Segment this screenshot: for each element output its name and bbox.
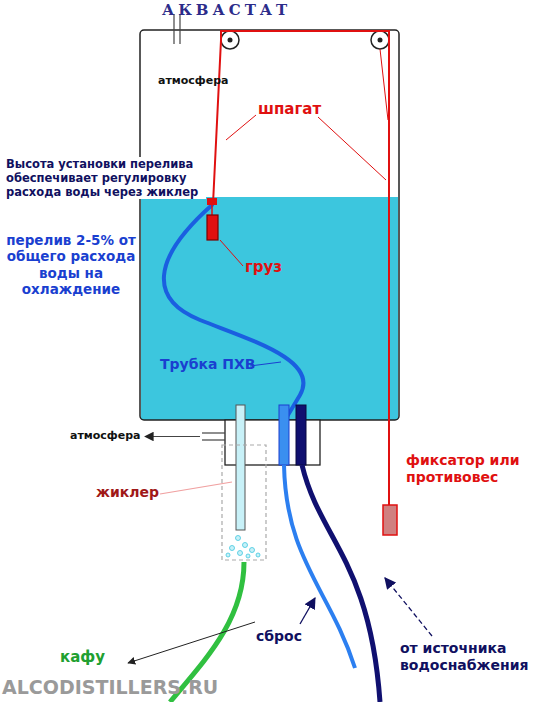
vent-pipe bbox=[145, 433, 225, 440]
leader-line bbox=[220, 240, 243, 266]
weight bbox=[207, 215, 218, 240]
watermark: ALCODISTILLERS.RU bbox=[2, 676, 218, 699]
tube-label: Трубка ПХВ bbox=[160, 356, 255, 373]
leader-line bbox=[318, 117, 386, 180]
fixator bbox=[383, 505, 397, 535]
jet-label: жиклер bbox=[96, 484, 159, 501]
drain-label: кафу bbox=[60, 648, 105, 666]
twine-label: шпагат bbox=[258, 100, 321, 118]
supply-hose bbox=[302, 465, 380, 702]
vent-label: атмосфера bbox=[70, 429, 141, 442]
flow-arrow bbox=[300, 598, 315, 624]
overflow-tip bbox=[207, 198, 217, 205]
note: перелив 2-5% от общего расхода воды на о… bbox=[4, 232, 138, 298]
pulley bbox=[221, 31, 389, 49]
fixator-label: фиксатор или противовес bbox=[406, 452, 534, 486]
water-drops bbox=[226, 536, 260, 559]
note: Высота установки перелива обеспечивает р… bbox=[4, 157, 206, 199]
discharge-label: сброс bbox=[256, 628, 302, 645]
title: АКВАСТАТ bbox=[162, 1, 291, 19]
weight-label: груз bbox=[245, 258, 282, 276]
supply-label: от источника водоснабжения bbox=[400, 640, 536, 674]
outlet-pipes bbox=[236, 405, 306, 530]
vent-label: атмосфера bbox=[158, 74, 229, 87]
jet-glass bbox=[222, 445, 266, 560]
flow-arrow bbox=[128, 622, 255, 663]
tank bbox=[140, 30, 399, 420]
leader-line bbox=[226, 115, 256, 140]
pvc-tube bbox=[164, 205, 304, 465]
flow-arrow bbox=[385, 578, 432, 636]
twine bbox=[380, 49, 388, 120]
leader-line bbox=[160, 482, 232, 494]
